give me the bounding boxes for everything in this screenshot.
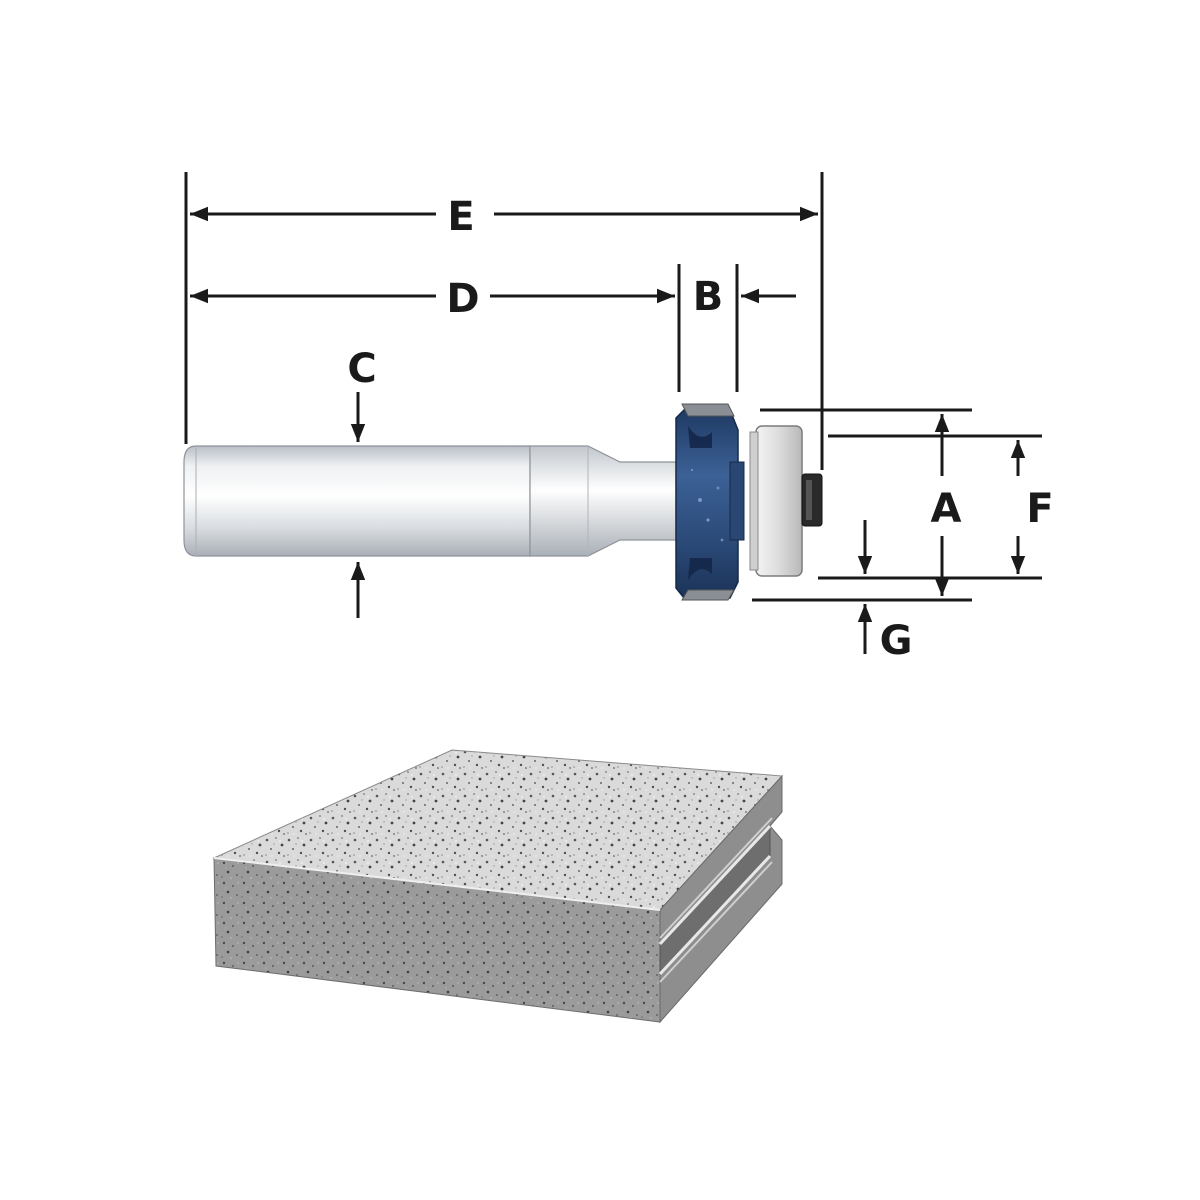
label-f: F [1026, 486, 1053, 532]
bearing-screw [801, 473, 823, 527]
label-g: G [880, 618, 913, 664]
shank-taper [529, 445, 677, 557]
label-e: E [447, 194, 474, 240]
dimension-lines [184, 172, 1042, 654]
label-d: D [446, 276, 479, 322]
slotted-workpiece [212, 749, 784, 1024]
router-bit [183, 403, 823, 601]
bearing [749, 425, 803, 577]
shank [183, 445, 531, 557]
label-a: A [931, 486, 962, 532]
slotting-cutter [675, 403, 745, 601]
label-b: B [693, 274, 724, 320]
label-c: C [347, 346, 376, 392]
